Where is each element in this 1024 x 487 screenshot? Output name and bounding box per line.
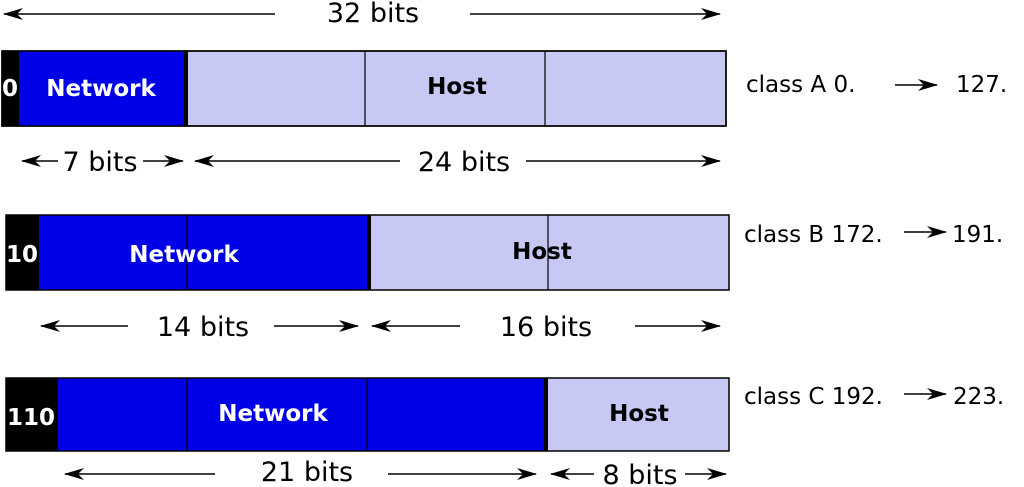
class-c-network-label: Network — [218, 401, 328, 427]
total-bits-dimension: 32 bits — [3, 0, 721, 29]
class-a-host-bits-label: 24 bits — [418, 147, 510, 178]
class-b-host-bits-label: 16 bits — [500, 312, 592, 343]
class-a-row: 0 Network Host 7 bits 24 bits class A 0.… — [1, 50, 1007, 178]
class-a-network-field — [2, 51, 186, 126]
class-b-row: 10 Network Host 14 bits 16 bits class B … — [5, 214, 1003, 343]
class-c-network-field — [6, 378, 546, 451]
class-b-outline — [5, 214, 730, 291]
class-c-prefix-label: 110 — [7, 405, 55, 431]
class-c-range-end: 223. — [953, 384, 1004, 410]
class-b-class-label: class B 172. — [744, 222, 883, 248]
class-a-outline — [1, 50, 727, 127]
total-bits-label: 32 bits — [327, 0, 419, 29]
class-a-prefix-field — [2, 51, 19, 126]
class-b-range-end: 191. — [952, 222, 1003, 248]
class-b-network-label: Network — [129, 242, 239, 268]
class-c-network-bits-label: 21 bits — [261, 457, 353, 487]
class-c-class-label: class C 192. — [744, 384, 883, 410]
class-a-network-label: Network — [46, 76, 156, 102]
class-b-host-label: Host — [512, 239, 572, 265]
class-a-range-end: 127. — [956, 72, 1007, 98]
class-a-class-label: class A 0. — [746, 72, 855, 98]
class-a-host-label: Host — [427, 74, 487, 100]
class-a-network-bits-label: 7 bits — [62, 147, 137, 178]
class-c-prefix-field — [6, 378, 58, 451]
class-a-prefix-label: 0 — [2, 76, 18, 102]
class-c-host-bits-label: 8 bits — [602, 460, 677, 487]
class-c-host-label: Host — [609, 401, 669, 427]
class-b-network-bits-label: 14 bits — [157, 312, 249, 343]
class-c-row: 110 Network Host 21 bits 8 bits class C … — [5, 377, 1004, 487]
class-b-prefix-field — [6, 215, 39, 290]
class-b-prefix-label: 10 — [6, 242, 38, 268]
class-c-outline — [5, 377, 730, 452]
